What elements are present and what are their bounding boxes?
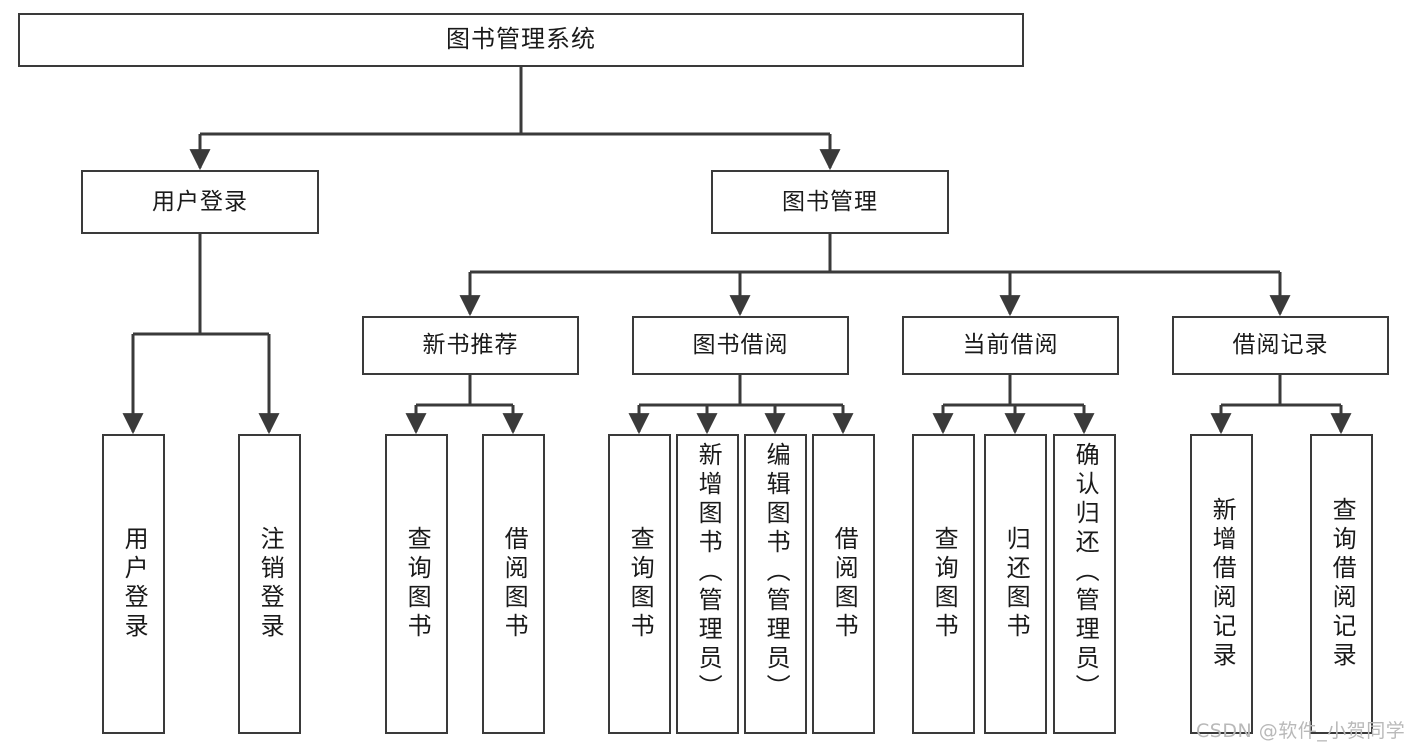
node-leaf-borrow-book-label: 借阅图书 xyxy=(830,526,859,642)
node-book-borrow[interactable]: 图书借阅 xyxy=(632,316,849,375)
node-leaf-query-book-current[interactable]: 查询图书 xyxy=(912,434,975,734)
node-leaf-user-login-label: 用户登录 xyxy=(120,526,149,642)
node-book-borrow-label: 图书借阅 xyxy=(692,332,789,359)
node-book-manage-label: 图书管理 xyxy=(782,188,878,215)
node-leaf-borrow-book-recommend[interactable]: 借阅图书 xyxy=(482,434,545,734)
node-leaf-edit-book-admin-label: 编辑图书（管理员） xyxy=(762,442,791,703)
node-leaf-query-book-recommend[interactable]: 查询图书 xyxy=(385,434,448,734)
node-user-login-label: 用户登录 xyxy=(152,188,248,215)
node-leaf-add-book-admin[interactable]: 新增图书（管理员） xyxy=(676,434,739,734)
node-new-book-recommend[interactable]: 新书推荐 xyxy=(362,316,579,375)
node-leaf-borrow-book-recommend-label: 借阅图书 xyxy=(500,526,529,642)
node-leaf-query-book-current-label: 查询图书 xyxy=(930,526,959,642)
node-leaf-query-book-borrow-label: 查询图书 xyxy=(626,526,655,642)
node-leaf-borrow-book[interactable]: 借阅图书 xyxy=(812,434,875,734)
node-leaf-logout-login[interactable]: 注销登录 xyxy=(238,434,301,734)
node-leaf-query-book-borrow[interactable]: 查询图书 xyxy=(608,434,671,734)
node-leaf-confirm-return-admin[interactable]: 确认归还（管理员） xyxy=(1053,434,1116,734)
node-leaf-edit-book-admin[interactable]: 编辑图书（管理员） xyxy=(744,434,807,734)
node-leaf-add-book-admin-label: 新增图书（管理员） xyxy=(694,442,723,703)
node-borrow-record-label: 借阅记录 xyxy=(1232,332,1329,359)
node-leaf-return-book[interactable]: 归还图书 xyxy=(984,434,1047,734)
node-leaf-user-login[interactable]: 用户登录 xyxy=(102,434,165,734)
node-leaf-query-borrow-record-label: 查询借阅记录 xyxy=(1328,497,1357,671)
watermark: CSDN @软件_小贺同学 xyxy=(1196,720,1405,742)
node-leaf-query-book-recommend-label: 查询图书 xyxy=(403,526,432,642)
node-current-borrow-label: 当前借阅 xyxy=(962,332,1059,359)
node-root[interactable]: 图书管理系统 xyxy=(18,13,1024,67)
node-new-book-recommend-label: 新书推荐 xyxy=(422,332,519,359)
node-leaf-return-book-label: 归还图书 xyxy=(1002,526,1031,642)
node-leaf-confirm-return-admin-label: 确认归还（管理员） xyxy=(1071,442,1100,703)
node-leaf-add-borrow-record[interactable]: 新增借阅记录 xyxy=(1190,434,1253,734)
node-user-login[interactable]: 用户登录 xyxy=(81,170,319,234)
node-book-manage[interactable]: 图书管理 xyxy=(711,170,949,234)
node-root-label: 图书管理系统 xyxy=(446,25,596,54)
node-leaf-logout-login-label: 注销登录 xyxy=(256,526,285,642)
node-current-borrow[interactable]: 当前借阅 xyxy=(902,316,1119,375)
node-borrow-record[interactable]: 借阅记录 xyxy=(1172,316,1389,375)
node-leaf-query-borrow-record[interactable]: 查询借阅记录 xyxy=(1310,434,1373,734)
node-leaf-add-borrow-record-label: 新增借阅记录 xyxy=(1208,497,1237,671)
